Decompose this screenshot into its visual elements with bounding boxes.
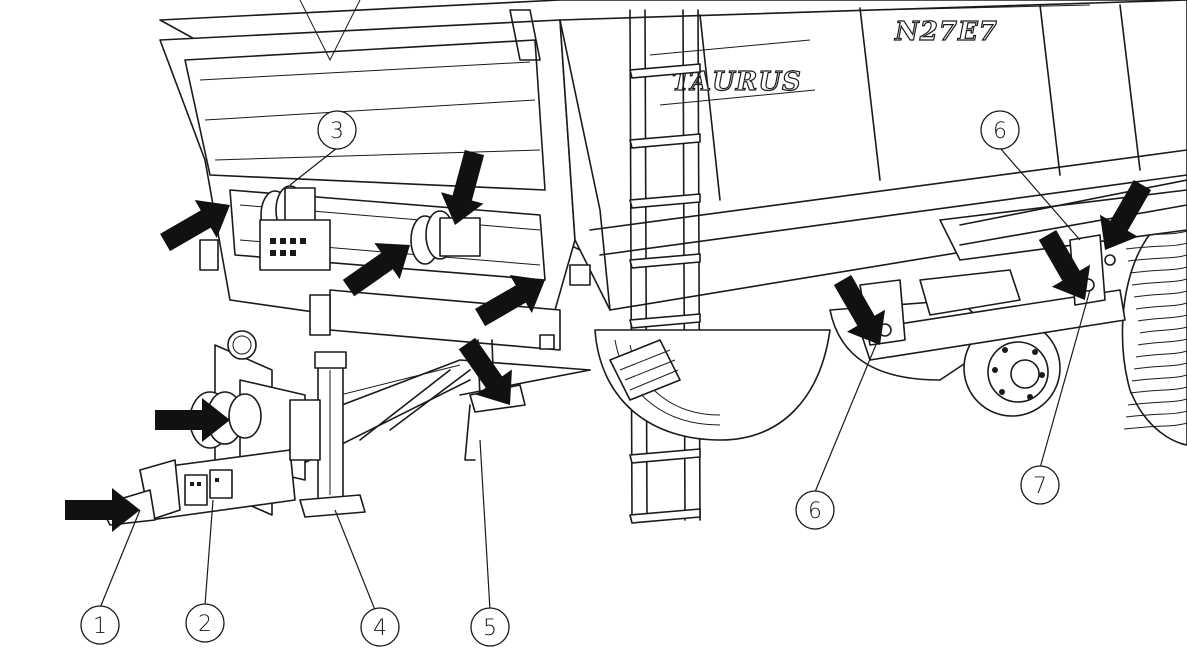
callout-4: 4 (360, 607, 400, 647)
callout-1: 1 (80, 605, 120, 645)
callout-6a-label: 6 (993, 119, 1007, 144)
ladder-rung (629, 448, 701, 464)
tyre-tread-line (1123, 422, 1187, 430)
tyre-tread-line (1129, 266, 1187, 274)
lubrication-arrows (65, 149, 1152, 532)
arrow-shape (155, 398, 230, 442)
leader-lines (99, 147, 1091, 611)
callout-5-label: 5 (483, 616, 497, 641)
ladder-rung (629, 508, 701, 524)
callout-6b-label: 6 (808, 499, 822, 524)
tyre-tread-line (1125, 242, 1187, 250)
lubrication-point-arrow (1099, 180, 1152, 250)
wheels-axle (594, 179, 1187, 446)
arrow-shape (1099, 180, 1152, 250)
tyre-tread-line (1133, 290, 1187, 298)
callout-2: 2 (185, 603, 225, 643)
tyre-tread-line (1127, 398, 1187, 406)
tyre-tread-line (1133, 362, 1187, 370)
lubrication-point-arrow (475, 274, 545, 327)
arrow-shape (342, 243, 410, 297)
lubrication-point-arrow (160, 199, 230, 252)
tyre-tread-line (1137, 314, 1187, 322)
lubrication-point-arrow (155, 398, 230, 442)
callout-4-label: 4 (373, 616, 387, 641)
lubrication-point-arrow (440, 149, 485, 225)
tyre-tread-line (1137, 338, 1187, 346)
ladder (629, 9, 701, 524)
ladder-rung (629, 133, 701, 149)
lubrication-point-arrow (458, 337, 512, 405)
tyre-tread-line (1127, 254, 1187, 262)
callout-3: 3 (317, 110, 357, 150)
tyre-tread-line (1125, 410, 1187, 418)
callout-7: 7 (1020, 465, 1060, 505)
model-label: N27E7 (894, 17, 998, 47)
tyre-tread-line (1139, 326, 1187, 334)
jack-stand (289, 351, 366, 518)
lubrication-point-arrow (1038, 230, 1091, 300)
lubrication-point-arrow (65, 488, 140, 532)
callout-7-label: 7 (1033, 474, 1047, 499)
ladder-rung (629, 313, 701, 329)
lubrication-point-arrow (342, 243, 410, 297)
arrow-shape (458, 337, 512, 405)
arrow-shape (475, 274, 545, 327)
callout-6b: 6 (795, 490, 835, 530)
tyre-tread-line (1131, 374, 1187, 382)
hopper-body (159, 0, 1187, 346)
callout-1-label: 1 (93, 614, 107, 639)
arrow-shape (833, 275, 886, 345)
tyre-tread-line (1131, 278, 1187, 286)
callout-6a: 6 (980, 110, 1020, 150)
ladder-rung (629, 253, 701, 269)
tyre-tread-line (1135, 302, 1187, 310)
lubrication-point-arrow (833, 275, 886, 345)
callout-2-label: 2 (198, 612, 212, 637)
arrow-shape (1038, 230, 1091, 300)
callout-3-label: 3 (330, 119, 344, 144)
arrow-shape (65, 488, 140, 532)
tyre-tread-line (1129, 386, 1187, 394)
ladder-rung (629, 63, 701, 79)
arrow-shape (160, 199, 230, 252)
arrow-shape (440, 149, 485, 225)
callout-5: 5 (470, 607, 510, 647)
ladder-rung (629, 193, 701, 209)
tyre-tread-line (1135, 350, 1187, 358)
